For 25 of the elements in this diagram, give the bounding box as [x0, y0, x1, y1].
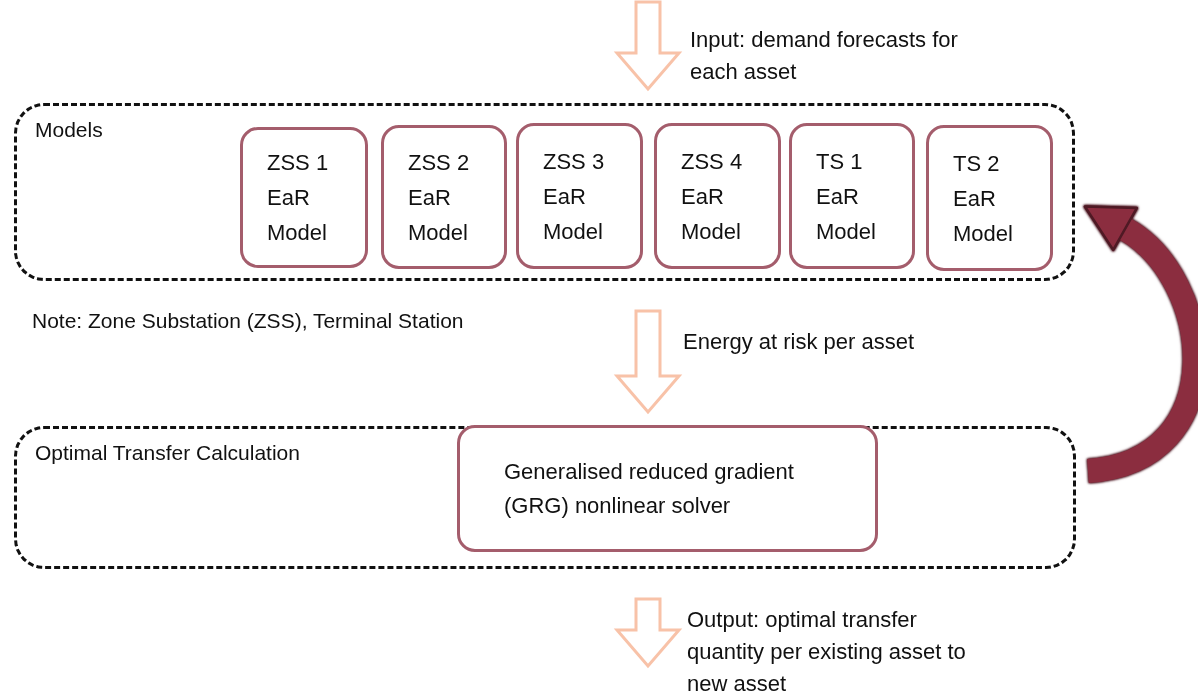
box-label: Generalised reduced gradient (GRG) nonlinear solver [503, 457, 795, 520]
box-label: ZSS 1 EaR Model [266, 149, 330, 247]
box-label: TS 2 EaR Model [952, 149, 1014, 248]
box-label: TS 1 EaR Model [815, 147, 877, 246]
block-arrow [613, 309, 683, 415]
model-box [654, 123, 781, 269]
block-arrow [613, 0, 683, 92]
block-arrow [613, 597, 683, 669]
group-title: Optimal Transfer Calculation [35, 441, 300, 465]
group-title: Models [35, 118, 103, 142]
dashed-group-box [14, 426, 1076, 569]
arrow-label: Energy at risk per asset [683, 328, 916, 356]
model-box [926, 125, 1053, 271]
model-box [381, 125, 507, 269]
dashed-group-box [14, 103, 1075, 281]
box-label: ZSS 2 EaR Model [407, 148, 471, 247]
arrow-label: Output: optimal transfer quantity per existing asset to new asset [687, 606, 967, 698]
solver-box [457, 425, 878, 552]
note-text: Note: Zone Substation (ZSS), Terminal Station [32, 309, 464, 333]
model-box [789, 123, 915, 269]
model-box [516, 123, 643, 269]
box-label: ZSS 4 EaR Model [680, 147, 744, 246]
model-box [240, 127, 368, 268]
arrow-label: Input: demand forecasts for each asset [690, 26, 959, 86]
box-label: ZSS 3 EaR Model [542, 147, 606, 246]
